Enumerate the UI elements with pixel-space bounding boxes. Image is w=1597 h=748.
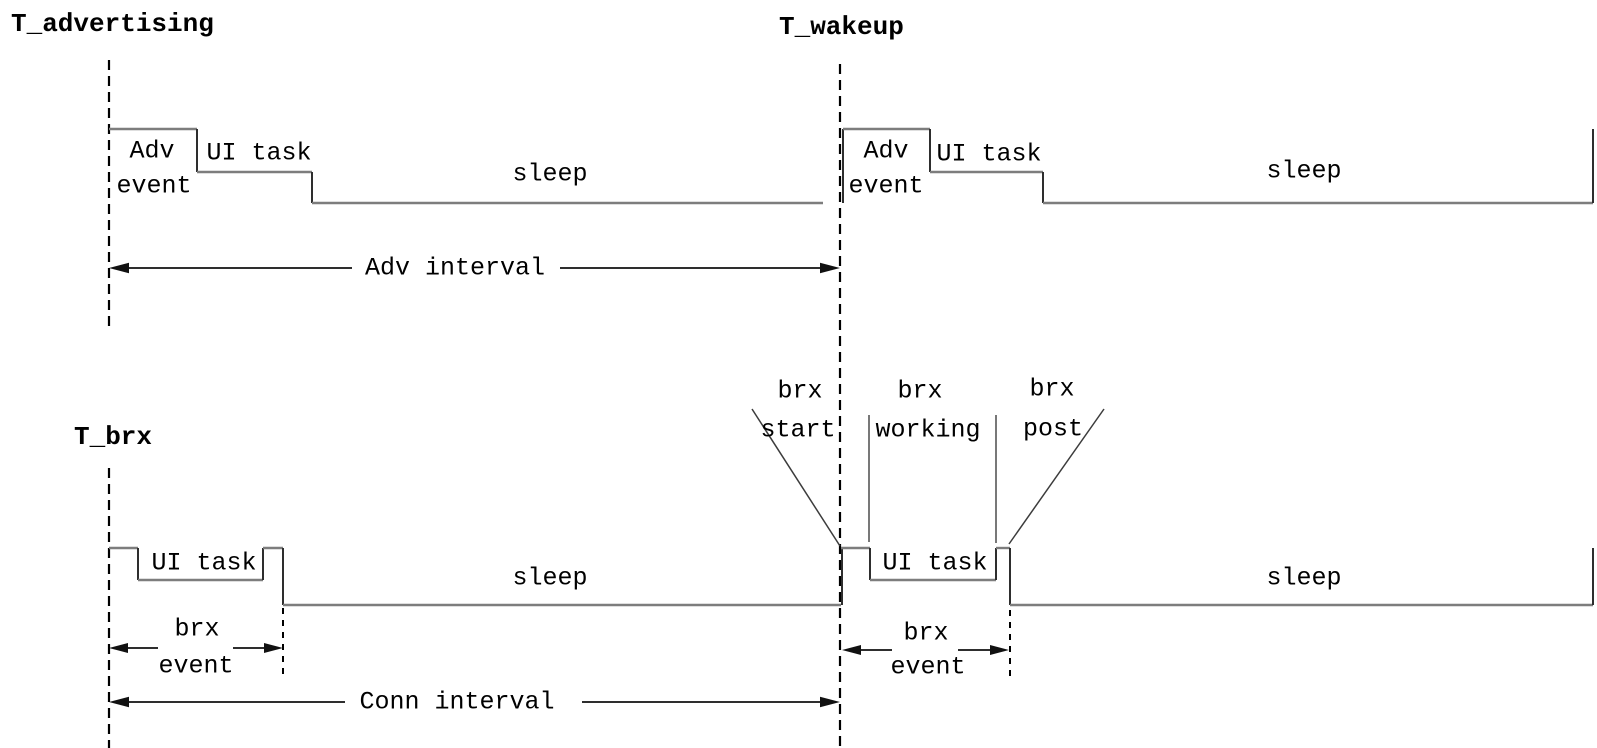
adv-interval-arrow [109, 262, 840, 274]
t-wakeup-label: T_wakeup [779, 12, 904, 42]
adv-event-label-2-line1: Adv [863, 136, 909, 166]
ui-task-label-bottom-2: UI task [882, 548, 988, 578]
brx-working-label-line1: brx [897, 376, 943, 406]
brx-working-label-line2: working [875, 415, 981, 445]
adv-waveform [109, 127, 1594, 205]
arrowhead-left-icon [109, 643, 128, 653]
brx-start-label-line1: brx [777, 376, 823, 406]
arrowhead-right-icon [990, 645, 1009, 655]
arrowhead-right-icon [264, 643, 283, 653]
ui-task-label-bottom-1: UI task [151, 548, 257, 578]
brx-event-label-1-line2: event [158, 651, 234, 681]
brx-waveform [109, 546, 1594, 607]
sleep-label-bottom-1: sleep [512, 563, 588, 593]
conn-interval-arrow [109, 696, 840, 708]
brx-post-callout-line [1008, 408, 1105, 545]
brx-event-arrow-right [842, 645, 1009, 655]
arrowhead-right-icon [820, 696, 840, 708]
sleep-label-top-2: sleep [1266, 156, 1342, 186]
brx-event-label-1-line1: brx [174, 614, 220, 644]
arrowhead-left-icon [109, 262, 129, 274]
adv-event-label-1-line1: Adv [129, 136, 175, 166]
conn-interval-label: Conn interval [359, 687, 555, 717]
sleep-label-top-1: sleep [512, 159, 588, 189]
brx-phase-guides [751, 408, 1105, 547]
brx-event-arrow-left [109, 643, 283, 653]
t-advertising-label: T_advertising [11, 9, 214, 39]
t-brx-label: T_brx [74, 422, 153, 452]
sleep-label-bottom-2: sleep [1266, 563, 1342, 593]
brx-start-callout-line [751, 408, 841, 547]
ui-task-label-top-1: UI task [206, 138, 312, 168]
adv-event-label-1-line2: event [116, 171, 192, 201]
brx-post-label-line1: brx [1029, 374, 1075, 404]
adv-interval-label: Adv interval [364, 253, 546, 283]
arrowhead-left-icon [842, 645, 861, 655]
brx-event-label-2-line2: event [890, 652, 966, 682]
brx-start-label-line2: start [760, 415, 836, 445]
arrowhead-left-icon [109, 696, 129, 708]
arrowhead-right-icon [820, 262, 840, 274]
ui-task-label-top-2: UI task [936, 139, 1042, 169]
adv-event-label-2-line2: event [848, 171, 924, 201]
brx-event-label-2-line1: brx [903, 618, 949, 648]
brx-post-label-line2: post [1022, 414, 1084, 444]
